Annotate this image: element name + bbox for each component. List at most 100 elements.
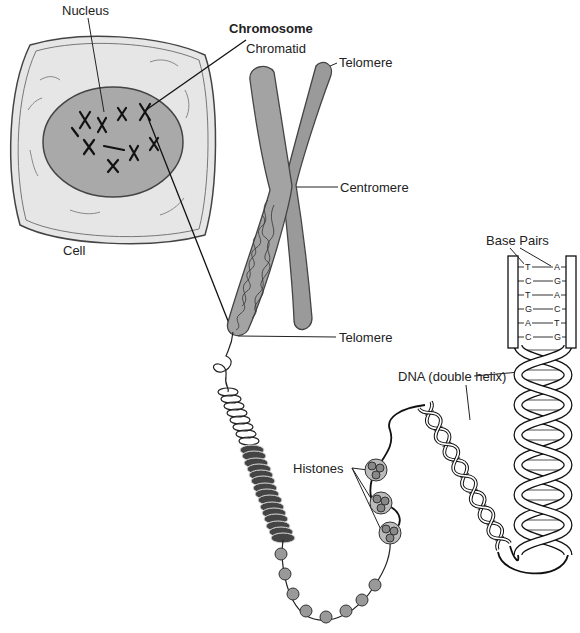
chromatin-fiber xyxy=(214,332,259,445)
double-helix xyxy=(518,345,568,555)
double-helix xyxy=(524,529,562,530)
base-letter: T xyxy=(553,318,561,328)
part-label: Centromere xyxy=(340,180,409,195)
part-label: Base Pairs xyxy=(486,233,549,248)
base-letter: C xyxy=(524,276,533,286)
dna-strand xyxy=(370,405,425,535)
nucleosome-string xyxy=(300,605,312,617)
double-helix xyxy=(524,429,562,430)
double-helix xyxy=(524,499,562,500)
zoom-line xyxy=(146,40,246,326)
mini-chromosome xyxy=(80,112,90,128)
base-letter: A xyxy=(553,290,561,300)
base-letter: A xyxy=(553,262,561,272)
mini-chromosome xyxy=(140,104,150,120)
double-helix xyxy=(524,379,562,380)
cell-body xyxy=(40,77,60,80)
double-helix xyxy=(419,402,510,550)
double-helix xyxy=(524,489,562,490)
dna-strand xyxy=(370,405,425,535)
mini-chromosome xyxy=(72,128,78,136)
double-helix xyxy=(518,345,568,555)
histone xyxy=(373,495,381,503)
histone xyxy=(370,492,392,514)
histone xyxy=(377,504,385,512)
part-label: Chromatid xyxy=(246,41,306,56)
double-helix xyxy=(524,399,562,400)
histone xyxy=(382,525,390,533)
base-pair-ladder xyxy=(518,267,566,337)
base-pair-ladder xyxy=(508,256,576,348)
nucleosome-string xyxy=(279,568,291,580)
base-pair-ladder xyxy=(508,256,518,348)
leader-line xyxy=(294,187,338,188)
base-letter: G xyxy=(553,276,562,286)
chromatin-texture xyxy=(252,205,274,318)
histone xyxy=(372,471,380,479)
chromatin-texture xyxy=(242,236,256,306)
cell-body xyxy=(18,43,208,236)
nucleosome-string xyxy=(356,594,368,606)
double-helix xyxy=(524,349,562,350)
mini-chromosome xyxy=(98,118,106,132)
part-label: Histones xyxy=(293,461,344,476)
nucleosome-string xyxy=(320,611,332,623)
histone xyxy=(365,459,387,481)
double-helix xyxy=(524,469,562,470)
double-helix xyxy=(524,439,562,440)
mini-chromosome xyxy=(84,140,94,154)
double-helix xyxy=(518,345,568,555)
solenoid-fiber xyxy=(240,445,295,543)
double-helix xyxy=(419,402,510,550)
mini-chromosome xyxy=(104,146,124,150)
part-label: Telomere xyxy=(339,330,392,345)
double-helix xyxy=(524,519,562,520)
mini-chromosome xyxy=(118,108,126,120)
nucleosome-string xyxy=(275,535,390,623)
base-letter: G xyxy=(553,332,562,342)
cell-body xyxy=(150,60,178,66)
nucleosome-string xyxy=(369,579,381,591)
dna-strand xyxy=(498,552,568,573)
mini-chromosome xyxy=(130,146,138,160)
nucleus xyxy=(43,87,183,197)
cell-body xyxy=(70,210,100,214)
base-letter: G xyxy=(524,304,533,314)
histone xyxy=(368,462,376,470)
base-letter: C xyxy=(553,304,562,314)
base-letter: A xyxy=(524,318,532,328)
base-letter: C xyxy=(524,332,533,342)
part-label: Cell xyxy=(63,243,85,258)
part-label: Telomere xyxy=(339,55,392,70)
nucleosome-string xyxy=(275,548,381,623)
double-helix xyxy=(518,345,568,555)
double-helix xyxy=(524,459,562,460)
chromatin-texture xyxy=(236,200,274,330)
double-helix xyxy=(518,345,568,555)
nucleosome-string xyxy=(282,535,390,620)
leader-line xyxy=(466,385,470,420)
part-label: Nucleus xyxy=(62,3,109,18)
cell-body xyxy=(185,90,189,118)
cell-body xyxy=(30,150,38,176)
leader-line xyxy=(88,18,551,532)
nucleosome-string xyxy=(275,548,287,560)
base-pair-ladder xyxy=(566,256,576,348)
chromatid xyxy=(227,62,331,335)
double-helix xyxy=(524,409,562,410)
nucleosome-string xyxy=(287,588,299,600)
mini-chromosome xyxy=(108,160,118,172)
chromatin-fiber xyxy=(239,437,259,445)
leader-line xyxy=(238,336,336,337)
double-helix xyxy=(524,369,562,370)
zoom-line xyxy=(148,118,230,326)
nucleosome-string xyxy=(340,605,352,617)
double-helix xyxy=(419,402,510,550)
chromatid xyxy=(227,66,292,335)
heading-label: Chromosome xyxy=(229,21,313,36)
dna-strand xyxy=(498,546,568,573)
nucleus xyxy=(43,87,183,197)
leader-line xyxy=(88,18,104,112)
